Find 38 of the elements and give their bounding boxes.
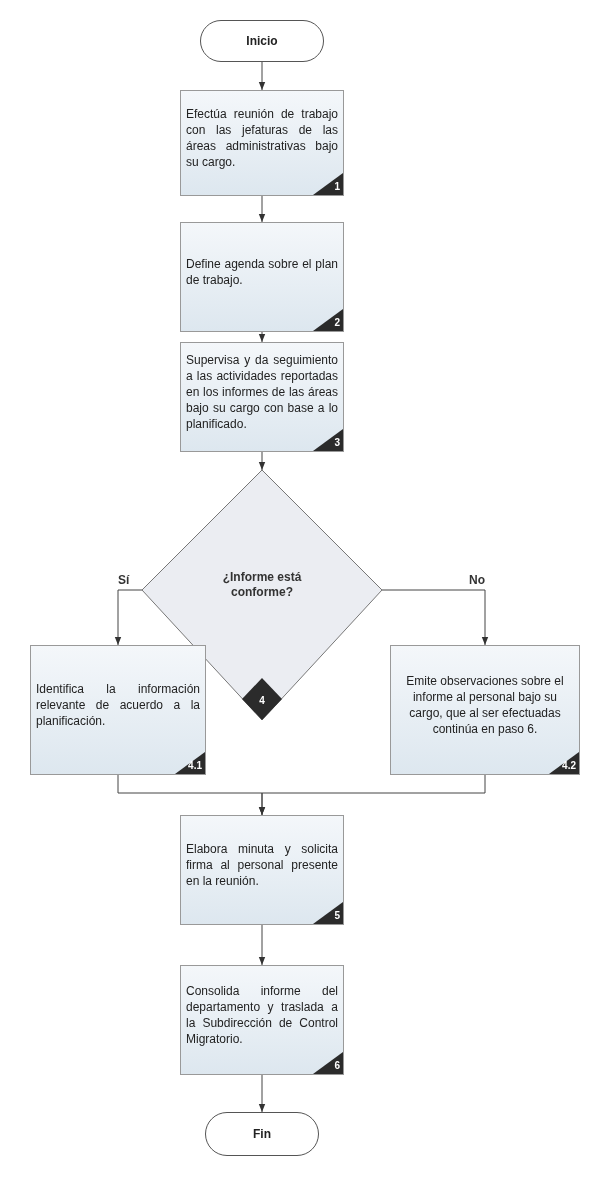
process-text: Define agenda sobre el plan de trabajo. (186, 256, 338, 288)
arrow (114, 589, 143, 646)
arrow (258, 924, 266, 966)
step-number: 3 (334, 438, 340, 448)
process-box (180, 342, 344, 452)
step-number: 4.2 (562, 761, 576, 771)
arrow (258, 61, 266, 91)
arrow (258, 331, 266, 343)
process-box (180, 90, 344, 196)
step-number: 4.1 (188, 761, 202, 771)
edge-label: Sí (116, 574, 132, 586)
process-text: Elabora minuta y solicita firma al personal presente en la reunión. (186, 841, 338, 889)
process-text: Identifica la información relevante de acuerdo a la planificación. (36, 681, 200, 729)
process-box (180, 815, 344, 925)
terminal-shape (205, 1112, 319, 1156)
arrow (381, 589, 489, 646)
step-number: 5 (334, 911, 340, 921)
process-text: Consolida informe del departamento y traslada a la Subdirección de Control Migratorio. (186, 983, 338, 1047)
terminal-label: Fin (253, 1126, 271, 1143)
arrow (258, 1074, 266, 1113)
process-box (180, 222, 344, 332)
step-number: 4 (259, 696, 265, 706)
process-box (180, 965, 344, 1075)
arrow (258, 451, 266, 471)
process-box (30, 645, 206, 775)
step-number: 1 (334, 182, 340, 192)
arrow (258, 195, 266, 223)
arrow (258, 774, 486, 816)
process-text: Efectúa reunión de trabajo con las jefaturas de las áreas administrativas bajo su cargo. (186, 106, 338, 170)
process-text: Supervisa y da seguimiento a las actividades reportadas en los informes de las áreas bajo su cargo con base a lo planificado. (186, 352, 338, 432)
decision-label: ¿Informe está conforme? (221, 570, 303, 600)
terminal-shape (200, 20, 324, 62)
edge-label: No (467, 574, 487, 586)
step-number: 6 (334, 1061, 340, 1071)
step-number: 2 (334, 318, 340, 328)
process-box (390, 645, 580, 775)
terminal-label: Inicio (246, 33, 278, 50)
process-text: Emite observaciones sobre el informe al personal bajo su cargo, que al ser efectuadas continúa en paso 6. (405, 673, 565, 737)
